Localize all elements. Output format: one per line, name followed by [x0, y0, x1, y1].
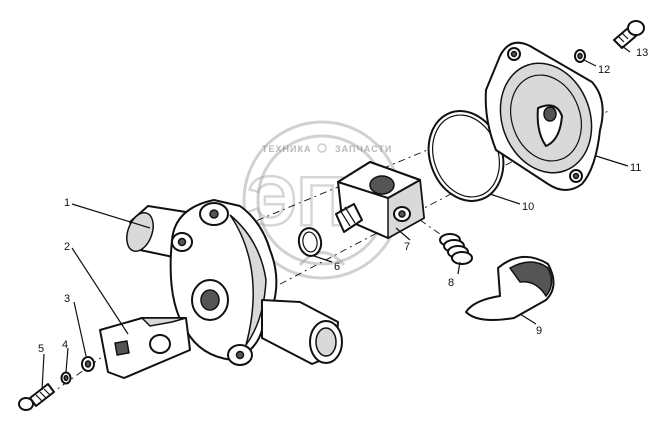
part-13-bolt [613, 20, 645, 49]
callout-3: 3 [64, 293, 70, 305]
leader-13 [621, 45, 631, 53]
leader-lines [41, 45, 631, 391]
housing-outlet-opening [315, 327, 337, 357]
leader-3 [73, 301, 87, 357]
cover-hole-top-bore [510, 50, 518, 58]
part-5-bolt [18, 383, 55, 411]
flap-inner-shade [508, 261, 553, 298]
watermark: ТЕХНИКА ЗАПЧАСТИ ЭП [242, 120, 402, 280]
housing-bottom-ear-hole [235, 350, 245, 360]
callout-9: 9 [536, 325, 542, 337]
callout-4: 4 [62, 339, 68, 351]
cover-hole-bottom-bore [572, 172, 580, 180]
part-6-o-ring [297, 227, 323, 257]
leader-12 [583, 59, 597, 67]
leader-10 [489, 193, 521, 205]
part-8-spring [439, 233, 473, 265]
leader-4 [65, 347, 69, 373]
part-12-washer [574, 49, 586, 63]
callout-12: 12 [598, 64, 610, 76]
callout-6: 6 [334, 261, 340, 273]
cover-center-bore [543, 106, 557, 122]
leader-7 [395, 227, 411, 241]
part-2-plate [99, 317, 191, 379]
housing-shadow [229, 214, 267, 346]
bolt-thread [35, 388, 51, 402]
watermark-logo: ЭП [247, 162, 347, 240]
callout-5: 5 [38, 343, 44, 355]
leader-11 [595, 155, 629, 167]
spring-coil-4 [451, 251, 473, 265]
callout-2: 2 [64, 241, 70, 253]
callout-1: 1 [64, 197, 70, 209]
part-3-washer [81, 356, 95, 372]
watermark-wheat-icon [298, 251, 346, 267]
leader-9 [519, 313, 537, 325]
bolt-13-thread [617, 32, 629, 43]
leader-8 [457, 261, 461, 275]
spring-washer-hole [63, 374, 69, 382]
block-nozzle [335, 203, 363, 233]
cover-dome-ring [510, 74, 582, 162]
callout-8: 8 [448, 277, 454, 289]
callout-11: 11 [630, 162, 641, 174]
watermark-right-text: ЗАПЧАСТИ [335, 144, 392, 154]
leader-6 [313, 255, 333, 263]
callout-7: 7 [404, 241, 410, 253]
housing-top-ear-hole [209, 209, 219, 219]
leader-2 [71, 247, 129, 335]
watermark-left-text: ТЕХНИКА [262, 144, 311, 154]
callout-10: 10 [522, 201, 534, 213]
watermark-gear-icon [317, 143, 327, 153]
housing-front-port-bore [200, 289, 220, 311]
leader-1 [71, 203, 151, 229]
block-nozzle-thread [339, 206, 356, 227]
part-1-housing [126, 199, 343, 366]
callout-13: 13 [636, 47, 648, 59]
part-7-thermostat-block [335, 161, 425, 240]
plate-top-edge [140, 317, 187, 327]
block-side-port-bore [398, 210, 406, 218]
bolt-head [18, 397, 34, 411]
block-top-port [369, 175, 395, 195]
washer-hole [84, 360, 92, 368]
part-9-flap [465, 256, 555, 321]
part-4-spring-washer [60, 371, 72, 385]
bolt-13-head [627, 20, 645, 36]
callout-labels: 1 2 3 4 5 6 7 8 9 10 11 12 13 [38, 47, 648, 355]
plate-body [99, 317, 191, 379]
washer-12-hole [577, 52, 583, 60]
leader-5 [41, 353, 45, 391]
part-11-cover [484, 41, 604, 191]
plate-square-hole [114, 340, 130, 356]
o-ring-inner [302, 231, 318, 253]
housing-side-ear-hole [177, 237, 187, 247]
plate-boss [149, 334, 171, 354]
